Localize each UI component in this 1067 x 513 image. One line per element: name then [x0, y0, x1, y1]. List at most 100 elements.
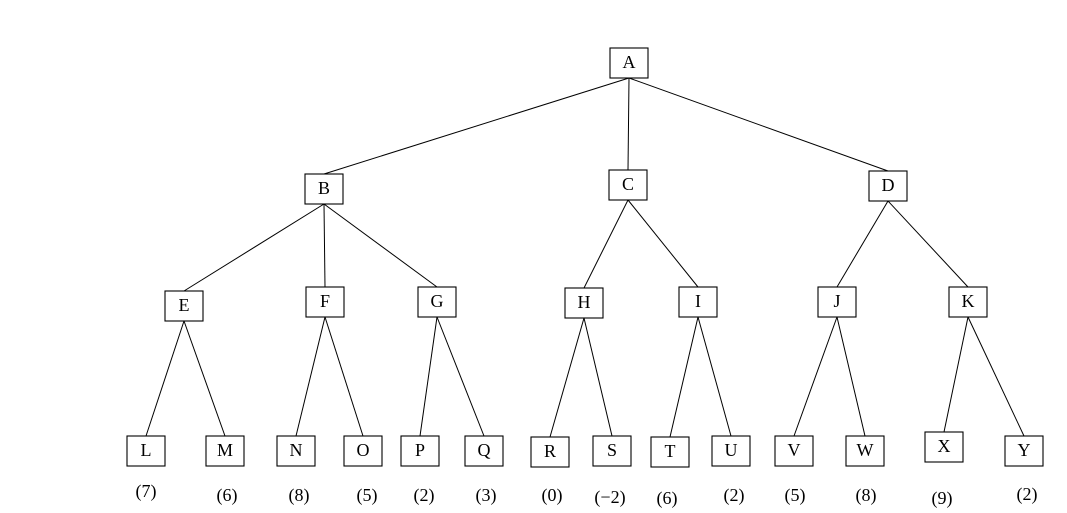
node-label-q: Q	[478, 440, 491, 460]
edge-b-f	[323, 203, 326, 288]
edge-b-e	[183, 203, 325, 292]
edge-e-m	[183, 320, 226, 437]
node-r: R	[530, 436, 570, 468]
leaf-value-n: (8)	[289, 485, 310, 506]
edge-e-l	[145, 320, 185, 437]
edge-f-n	[295, 316, 326, 437]
node-d: D	[868, 170, 908, 202]
edge-g-p	[419, 316, 438, 437]
node-label-f: F	[320, 291, 330, 311]
node-label-k: K	[962, 291, 975, 311]
node-label-c: C	[622, 174, 634, 194]
node-q: Q	[464, 435, 504, 467]
edge-g-q	[436, 316, 485, 437]
node-label-i: I	[695, 291, 701, 311]
edge-a-b	[323, 77, 630, 175]
node-label-n: N	[290, 440, 303, 460]
leaf-values: (7)(6)(8)(5)(2)(3)(0)(−2)(6)(2)(5)(8)(9)…	[136, 481, 1038, 509]
node-b: B	[304, 173, 344, 205]
node-box-f	[305, 286, 345, 318]
leaf-value-x: (9)	[932, 488, 953, 509]
node-box-b	[304, 173, 344, 205]
node-box-k	[948, 286, 988, 318]
leaf-value-u: (2)	[724, 485, 745, 506]
edge-a-c	[627, 77, 630, 171]
node-box-y	[1004, 435, 1044, 467]
node-label-r: R	[544, 441, 556, 461]
node-box-o	[343, 435, 383, 467]
node-f: F	[305, 286, 345, 318]
edge-k-x	[943, 316, 969, 433]
node-label-w: W	[857, 440, 874, 460]
leaf-value-s: (−2)	[594, 487, 625, 508]
node-l: L	[126, 435, 166, 467]
edge-j-w	[836, 316, 866, 437]
node-k: K	[948, 286, 988, 318]
leaf-value-o: (5)	[357, 485, 378, 506]
node-box-g	[417, 286, 457, 318]
edge-b-g	[323, 203, 438, 288]
leaf-value-v: (5)	[785, 485, 806, 506]
edge-f-o	[324, 316, 364, 437]
node-box-w	[845, 435, 885, 467]
node-v: V	[774, 435, 814, 467]
edge-k-y	[967, 316, 1025, 437]
leaf-value-t: (6)	[657, 488, 678, 509]
leaf-value-p: (2)	[414, 485, 435, 506]
node-p: P	[400, 435, 440, 467]
edge-c-h	[583, 199, 629, 289]
leaf-value-y: (2)	[1017, 484, 1038, 505]
node-label-j: J	[833, 291, 840, 311]
node-box-c	[608, 169, 648, 201]
node-box-d	[868, 170, 908, 202]
edge-a-d	[628, 77, 889, 172]
node-box-r	[530, 436, 570, 468]
node-box-n	[276, 435, 316, 467]
node-box-q	[464, 435, 504, 467]
node-box-j	[817, 286, 857, 318]
node-box-l	[126, 435, 166, 467]
leaf-value-r: (0)	[542, 485, 563, 506]
leaf-value-w: (8)	[856, 485, 877, 506]
node-label-b: B	[318, 178, 330, 198]
node-label-g: G	[431, 291, 444, 311]
edge-d-k	[887, 200, 969, 288]
node-box-s	[592, 435, 632, 467]
edge-h-r	[549, 317, 585, 438]
node-box-i	[678, 286, 718, 318]
node-a: A	[609, 47, 649, 79]
node-box-u	[711, 435, 751, 467]
node-label-m: M	[217, 440, 233, 460]
edge-c-i	[627, 199, 699, 288]
node-box-v	[774, 435, 814, 467]
node-label-o: O	[357, 440, 370, 460]
node-label-h: H	[578, 292, 591, 312]
node-o: O	[343, 435, 383, 467]
node-box-e	[164, 290, 204, 322]
node-label-s: S	[607, 440, 617, 460]
node-box-a	[609, 47, 649, 79]
leaf-value-q: (3)	[476, 485, 497, 506]
node-e: E	[164, 290, 204, 322]
node-box-m	[205, 435, 245, 467]
node-x: X	[924, 431, 964, 463]
node-u: U	[711, 435, 751, 467]
tree-edges	[145, 77, 1025, 438]
node-label-v: V	[788, 440, 801, 460]
node-label-l: L	[141, 440, 152, 460]
node-label-t: T	[665, 441, 676, 461]
edge-i-t	[669, 316, 699, 438]
tree-nodes: A B C D E F G H I J K L M N O P Q R S T U V W X Y	[126, 47, 1044, 468]
node-w: W	[845, 435, 885, 467]
node-s: S	[592, 435, 632, 467]
node-label-e: E	[179, 295, 190, 315]
node-label-y: Y	[1018, 440, 1031, 460]
node-y: Y	[1004, 435, 1044, 467]
node-label-u: U	[725, 440, 738, 460]
node-label-d: D	[882, 175, 895, 195]
node-label-p: P	[415, 440, 425, 460]
edge-j-v	[793, 316, 838, 437]
edge-i-u	[697, 316, 732, 437]
edge-h-s	[583, 317, 613, 437]
